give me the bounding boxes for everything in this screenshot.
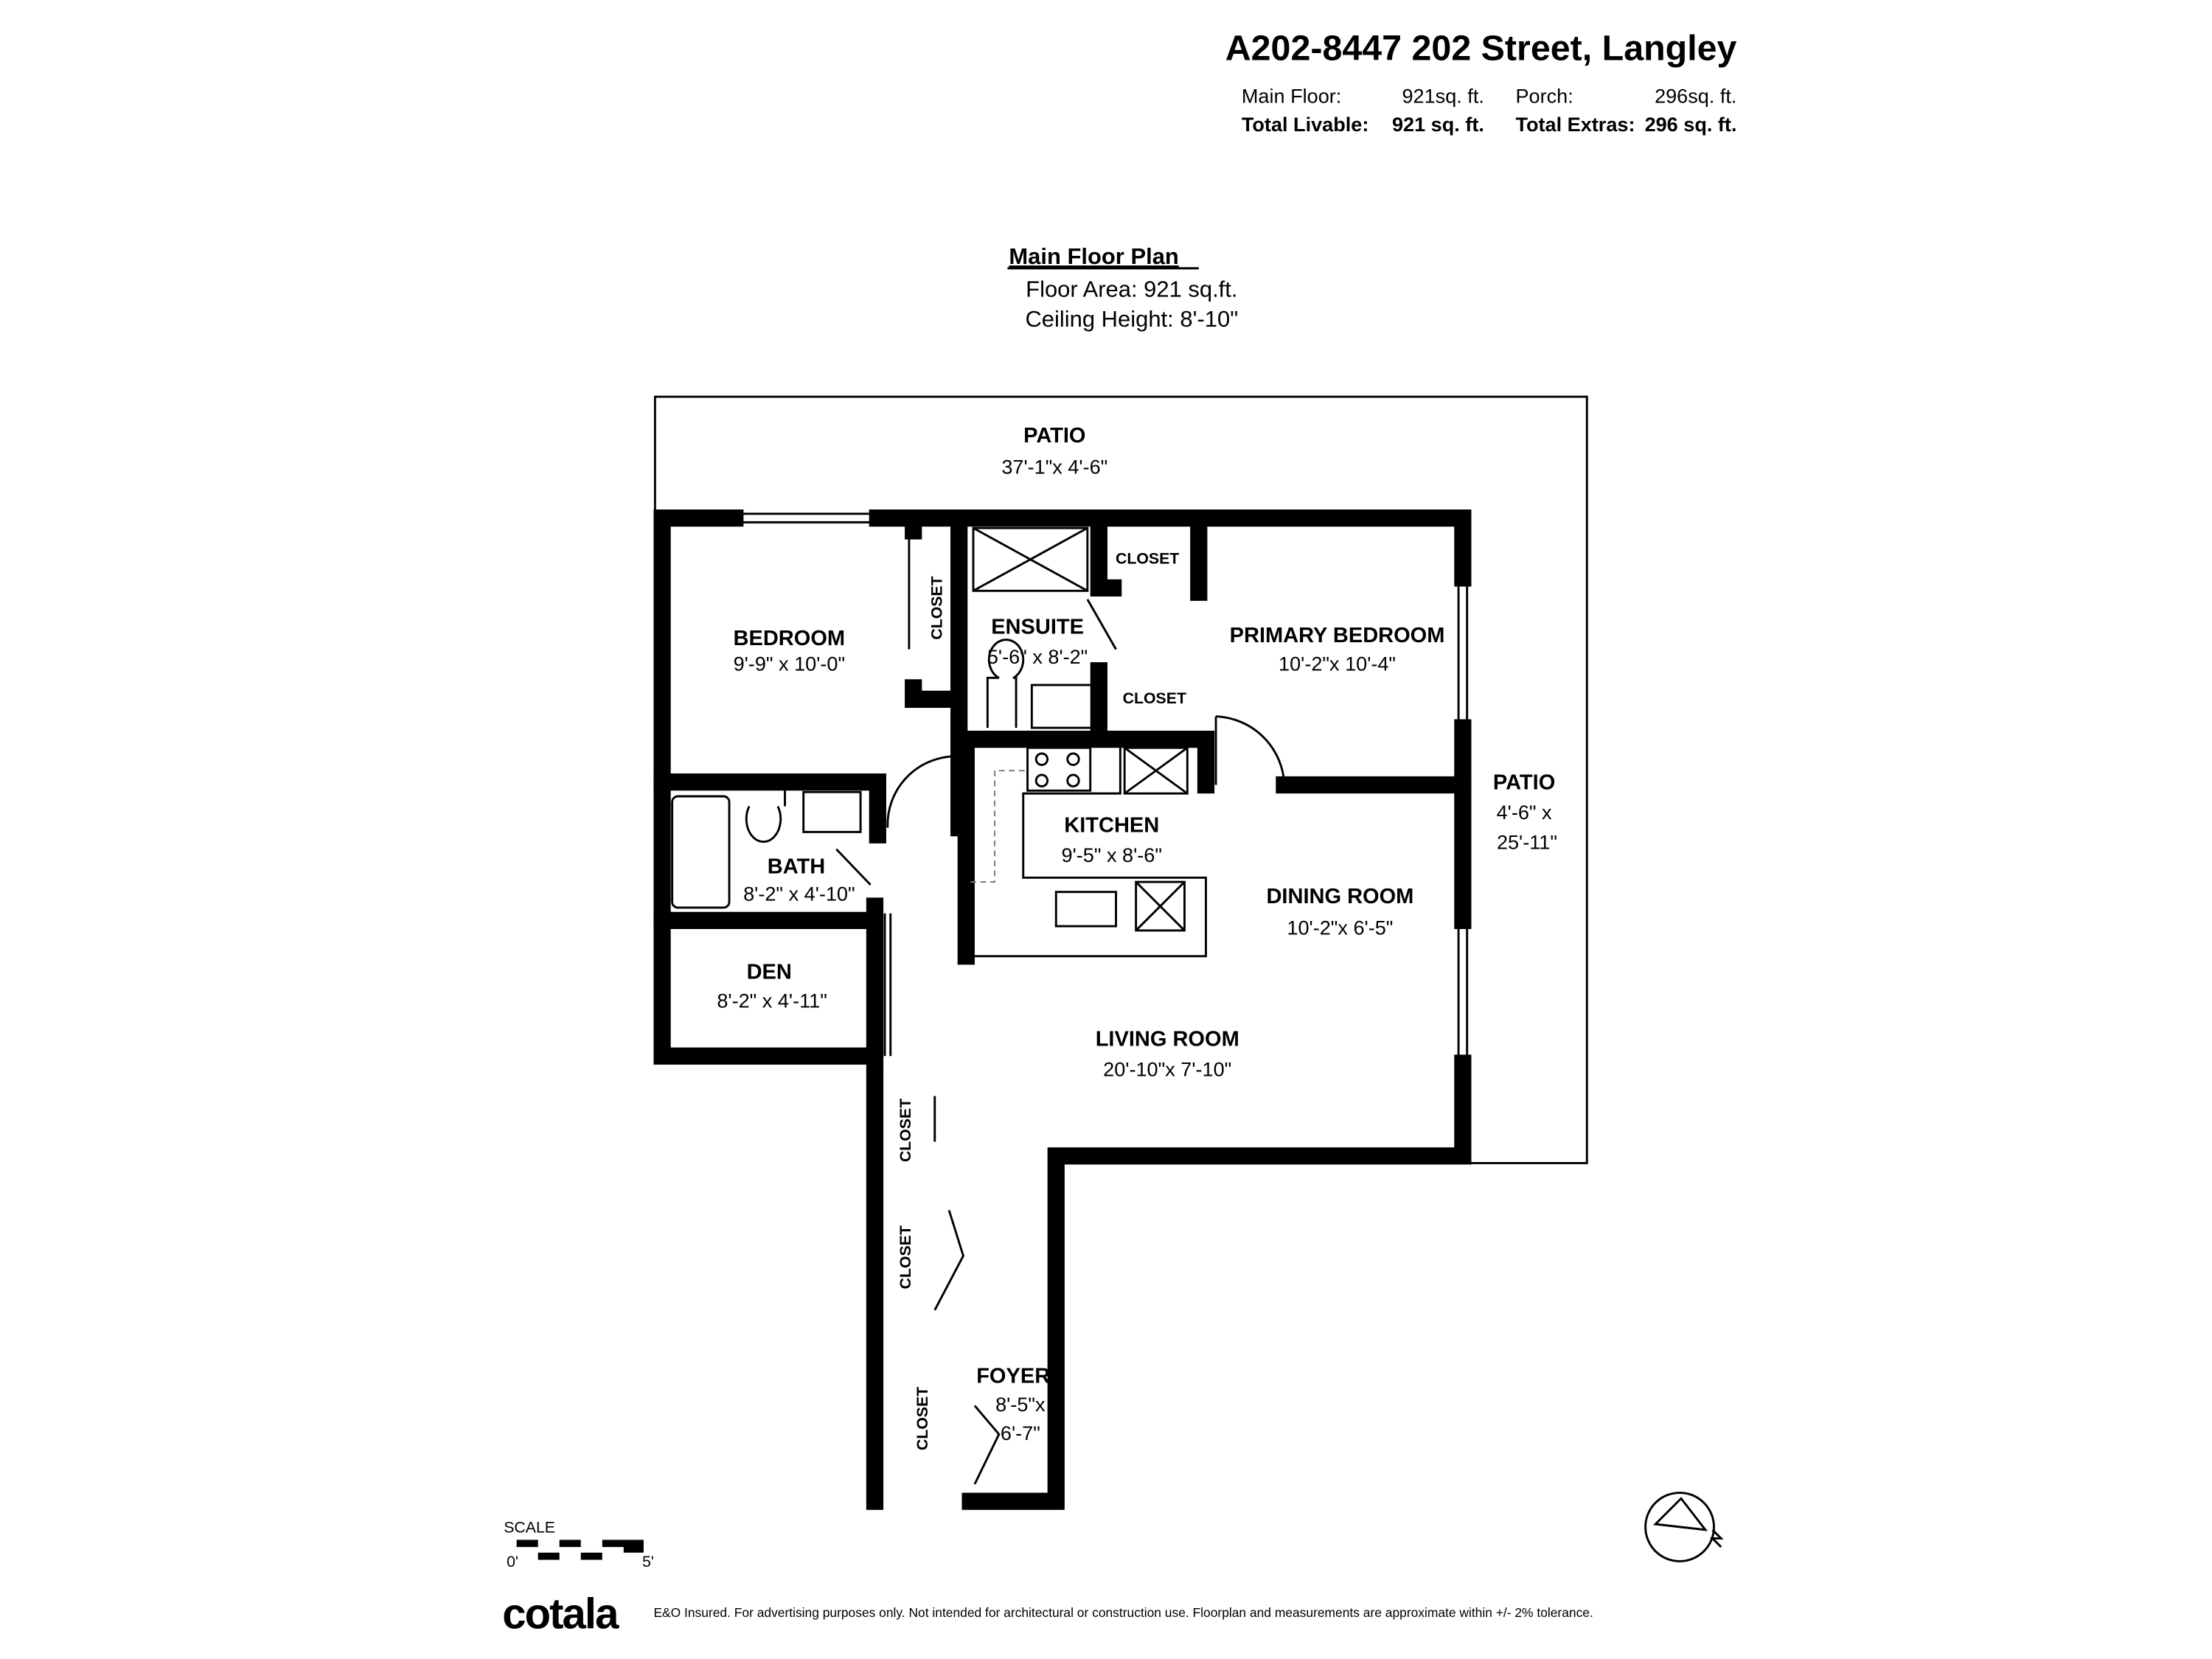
ceiling-height: Ceiling Height: 8'-10": [1025, 306, 1238, 332]
room-patio-side-dims-1: 4'-6" x: [1497, 801, 1552, 824]
room-dining-dims: 10'-2"x 6'-5": [1287, 917, 1393, 939]
room-ensuite: ENSUITE: [991, 615, 1084, 639]
closet-label: CLOSET: [1123, 689, 1186, 707]
porch-label: Porch:: [1515, 84, 1573, 107]
room-primary-bedroom-dims: 10'-2"x 10'-4": [1279, 653, 1396, 675]
room-ensuite-dims: 5'-6" x 8'-2": [987, 645, 1088, 668]
total-livable-label: Total Livable:: [1242, 113, 1369, 136]
closet-label: CLOSET: [897, 1099, 914, 1162]
closet-label: CLOSET: [897, 1225, 914, 1289]
room-bath: BATH: [768, 855, 825, 879]
closet-label: CLOSET: [1116, 550, 1179, 568]
disclaimer: E&O Insured. For advertising purposes on…: [653, 1605, 1593, 1620]
room-foyer: FOYER: [976, 1364, 1050, 1388]
main-floor-value: 921sq. ft.: [1402, 84, 1484, 107]
room-patio-side: PATIO: [1493, 771, 1555, 794]
plan-title: Main Floor Plan: [1009, 243, 1178, 269]
scale-label: SCALE: [504, 1519, 555, 1537]
room-dining: DINING ROOM: [1266, 885, 1413, 908]
room-patio-top: PATIO: [1023, 424, 1085, 448]
room-bedroom: BEDROOM: [734, 627, 846, 650]
room-foyer-dims-1: 8'-5"x: [995, 1393, 1046, 1416]
room-kitchen: KITCHEN: [1064, 813, 1159, 837]
porch-value: 296sq. ft.: [1655, 84, 1736, 107]
north-arrow-icon: [1644, 1492, 1724, 1562]
room-patio-side-dims-2: 25'-11": [1497, 831, 1557, 854]
scale-start: 0': [507, 1553, 518, 1571]
cotala-logo: cotala: [502, 1590, 619, 1638]
room-bedroom-dims: 9'-9" x 10'-0": [734, 653, 845, 675]
room-den-dims: 8'-2" x 4'-11": [717, 989, 827, 1012]
room-kitchen-dims: 9'-5" x 8'-6": [1062, 844, 1162, 866]
scale-bar: SCALE 0' 5': [504, 1519, 654, 1571]
room-patio-top-dims: 37'-1"x 4'-6": [1001, 456, 1107, 479]
room-primary-bedroom: PRIMARY BEDROOM: [1230, 624, 1445, 647]
room-bath-dims: 8'-2" x 4'-10": [743, 882, 855, 905]
total-livable-value: 921 sq. ft.: [1392, 113, 1484, 136]
total-extras-value: 296 sq. ft.: [1645, 113, 1737, 136]
total-extras-label: Total Extras:: [1515, 113, 1635, 136]
room-den: DEN: [747, 961, 792, 984]
closet-label: CLOSET: [914, 1387, 931, 1450]
room-living-dims: 20'-10"x 7'-10": [1103, 1057, 1231, 1080]
floor-area: Floor Area: 921 sq.ft.: [1026, 276, 1237, 302]
closet-label: CLOSET: [928, 576, 945, 639]
scale-end: 5': [642, 1553, 654, 1571]
main-floor-label: Main Floor:: [1242, 84, 1341, 107]
address-title: A202-8447 202 Street, Langley: [1225, 28, 1737, 68]
room-foyer-dims-2: 6'-7": [1001, 1422, 1040, 1444]
room-living: LIVING ROOM: [1096, 1028, 1239, 1051]
